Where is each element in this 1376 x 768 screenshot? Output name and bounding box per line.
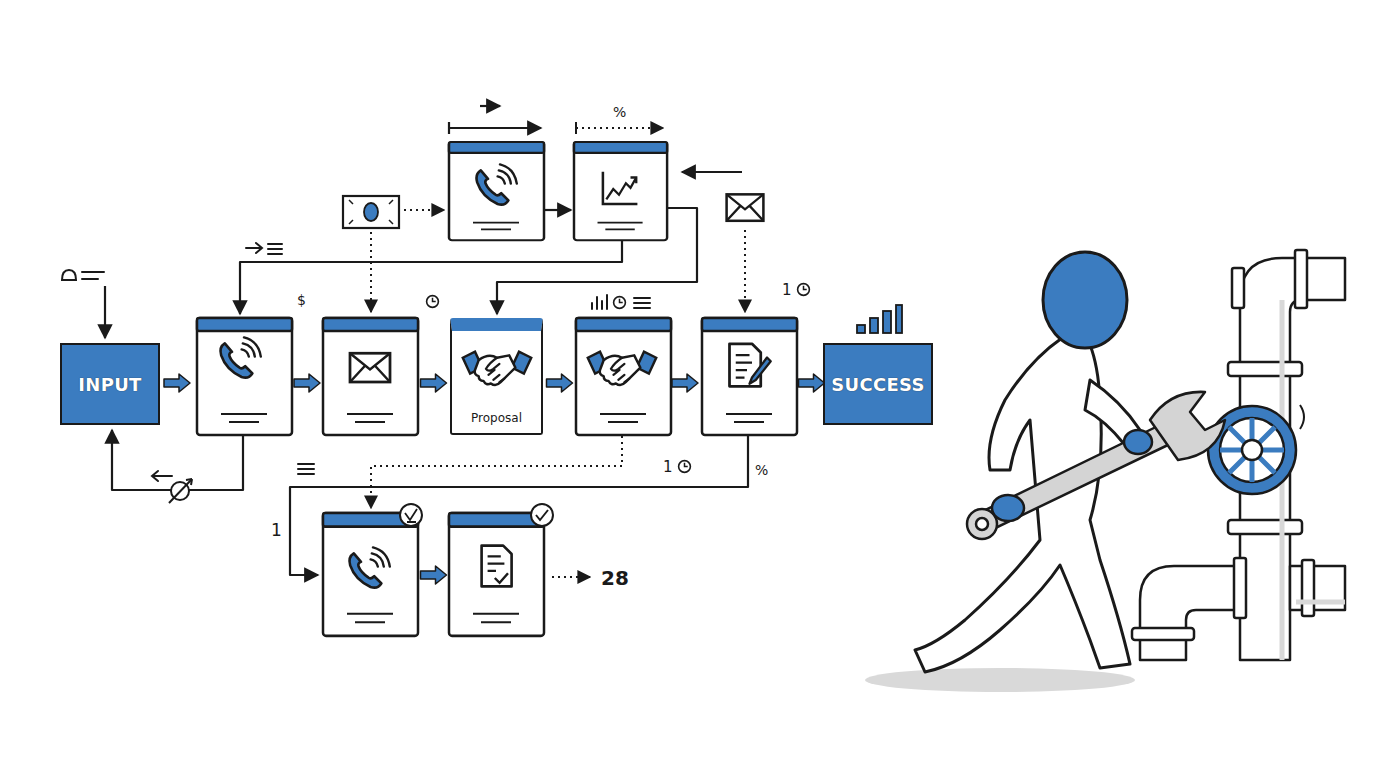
input-box: INPUT xyxy=(60,343,160,425)
node-label: SUCCESS xyxy=(831,374,925,395)
success-box: SUCCESS xyxy=(823,343,933,425)
node-label: INPUT xyxy=(78,374,141,395)
callout-number: 28 xyxy=(601,568,629,588)
callout-number: 1 xyxy=(663,460,673,475)
callout-number: 1 xyxy=(271,522,282,539)
proposal-card: Proposal xyxy=(450,318,543,435)
callout-number: $ xyxy=(297,293,306,307)
callout-number: % xyxy=(755,463,768,477)
callout-number: % xyxy=(613,105,626,119)
callout-number: 1 xyxy=(782,283,792,298)
node-label: Proposal xyxy=(471,411,522,425)
